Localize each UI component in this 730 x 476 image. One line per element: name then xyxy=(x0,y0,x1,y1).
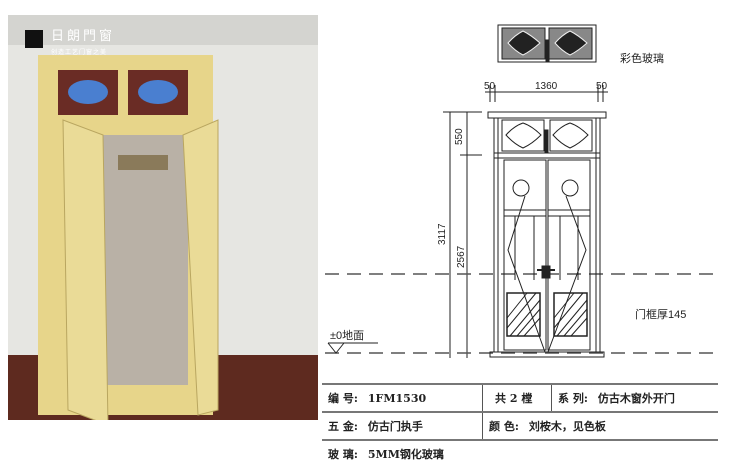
code-label: 编 号: xyxy=(328,392,358,405)
glass-spec-value: 5MM钢化玻璃 xyxy=(367,448,444,461)
spec-row: 五 金: 仿古门执手 颜 色: 刘桉木，见色板 xyxy=(322,411,718,439)
glass-label: 彩色玻璃 xyxy=(620,51,664,65)
logo-slogan: 创造工艺门窗之美 xyxy=(51,49,108,56)
dim-left: 50 xyxy=(484,81,496,92)
dim-transom: 550 xyxy=(454,128,465,145)
series-value: 仿古木窗外开门 xyxy=(597,392,675,405)
ground-level-label: ±0地面 xyxy=(330,329,364,342)
logo-name: 日朗門窗 xyxy=(51,29,116,44)
dim-door: 2567 xyxy=(456,245,467,268)
spec-row: 玻 璃: 5MM钢化玻璃 xyxy=(322,439,718,467)
door-photo xyxy=(8,15,318,420)
code-value: 1FM1530 xyxy=(367,391,427,405)
color-value: 刘桉木，见色板 xyxy=(528,420,606,433)
glass-detail xyxy=(497,24,597,63)
door-elevation xyxy=(487,111,607,358)
frame-thickness-label: 门框厚145 xyxy=(635,307,686,321)
dim-middle: 1360 xyxy=(535,81,558,92)
dim-total: 3117 xyxy=(437,223,448,245)
hardware-value: 仿古门执手 xyxy=(367,420,423,433)
spec-table: 编 号: 1FM1530 共 2 樘 系 列: 仿古木窗外开门 五 金: 仿古门执手 … xyxy=(322,383,718,467)
glass-spec-label: 玻 璃: xyxy=(328,448,358,461)
logo-icon xyxy=(25,30,43,48)
spec-row: 编 号: 1FM1530 共 2 樘 系 列: 仿古木窗外开门 xyxy=(322,383,718,411)
dim-right: 50 xyxy=(596,81,608,92)
color-label: 颜 色: xyxy=(489,420,519,433)
series-label: 系 列: xyxy=(558,392,588,405)
count-value: 共 2 樘 xyxy=(482,385,551,411)
hardware-label: 五 金: xyxy=(328,420,358,433)
brand-logo: 日朗門窗 创造工艺门窗之美 xyxy=(25,30,115,56)
